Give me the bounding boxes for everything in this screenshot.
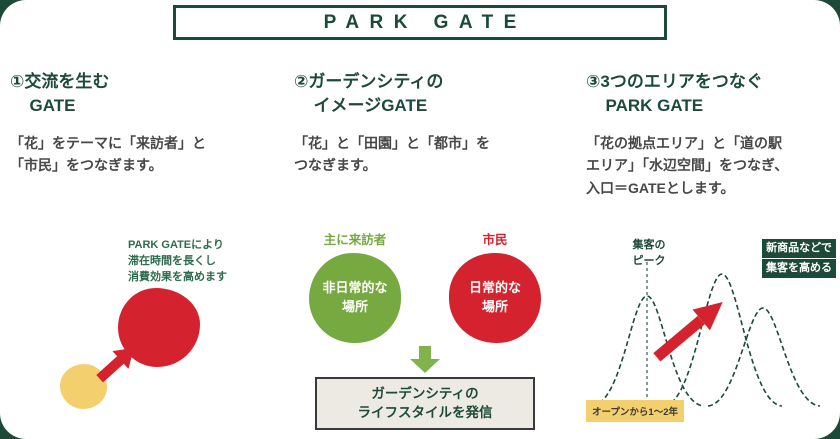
- peak-label-line2: ピーク: [632, 254, 666, 267]
- title-box: PARK GATE: [173, 5, 667, 40]
- non-daily-place-circle: 非日常的な 場所: [309, 252, 401, 343]
- annotation-line2: 滞在時間を長くし: [128, 254, 216, 267]
- section-3-heading-line1: ③3つのエリアをつなぐ: [586, 72, 763, 91]
- section-1-heading-line2: GATE: [29, 95, 76, 115]
- lifestyle-result-box: ガーデンシティの ライフスタイルを発信: [315, 376, 535, 430]
- green-circle-line2: 場所: [341, 298, 368, 314]
- red-circle-line2: 場所: [481, 298, 508, 314]
- section-2-heading-line2: イメージGATE: [313, 95, 428, 115]
- down-arrow-icon: [410, 345, 440, 373]
- visitors-label: 主に来訪者: [323, 233, 387, 247]
- citizens-label: 市民: [482, 233, 508, 247]
- citizens-stack: 市民 日常的な 場所: [449, 234, 541, 343]
- visitors-stack: 主に来訪者 非日常的な 場所: [309, 234, 401, 343]
- boost-label-line2: 集客を高める: [762, 259, 836, 279]
- section-3-heading: ③3つのエリアをつなぐ PARK GATE: [586, 70, 836, 118]
- park-gate-annotation: PARK GATEにより 滞在時間を長くし 消費効果を高めます: [128, 238, 227, 286]
- boost-label: 新商品などで 集客を高める: [762, 238, 836, 279]
- section-3-illustration: 集客の ピーク 新商品などで 集客を高める オープンから1〜2年: [586, 232, 836, 430]
- section-1-heading-line1: ①交流を生む: [10, 72, 110, 91]
- section-3-heading-line2: PARK GATE: [605, 95, 704, 115]
- boost-arrow-icon: [653, 302, 723, 362]
- section-2-body: 「花」と「田園」と「都市」をつなぎます。: [294, 134, 490, 174]
- result-box-line2: ライフスタイルを発信: [357, 405, 493, 421]
- section-three-areas: ③3つのエリアをつなぐ PARK GATE 「花の拠点エリア」と「道の駅エリア」…: [586, 70, 836, 200]
- section-3-body: 「花の拠点エリア」と「道の駅エリア」「水辺空間」をつなぎ、入口＝GATEとします…: [586, 134, 789, 196]
- circles-row: 主に来訪者 非日常的な 場所 市民 日常的な 場所: [309, 234, 541, 343]
- growth-arrow-icon: [96, 347, 134, 383]
- timeline-label: オープンから1〜2年: [586, 400, 684, 422]
- peak-label-line1: 集客の: [632, 239, 666, 251]
- section-garden-city: ②ガーデンシティの イメージGATE 「花」と「田園」と「都市」をつなぎます。: [294, 70, 556, 177]
- small-yellow-circle: [60, 364, 107, 409]
- boost-label-line1: 新商品などで: [762, 239, 836, 259]
- result-box-line1: ガーデンシティの: [371, 385, 479, 401]
- green-circle-line1: 非日常的な: [322, 280, 388, 296]
- daily-place-circle: 日常的な 場所: [449, 252, 541, 343]
- section-gate-exchange: ①交流を生む GATE 「花」をテーマに「来訪者」と「市民」をつなぎます。: [10, 70, 268, 177]
- section-2-heading-line1: ②ガーデンシティの: [294, 72, 444, 91]
- red-circle-line1: 日常的な: [468, 280, 521, 296]
- annotation-line1: PARK GATEにより: [128, 239, 224, 251]
- page-title: PARK GATE: [323, 11, 527, 33]
- section-1-illustration: PARK GATEにより 滞在時間を長くし 消費効果を高めます: [10, 232, 272, 430]
- section-2-illustration: 主に来訪者 非日常的な 場所 市民 日常的な 場所 ガーデンシティの: [286, 234, 564, 430]
- visitor-curve-chart: [591, 262, 821, 407]
- section-1-heading: ①交流を生む GATE: [10, 70, 268, 118]
- peak-label: 集客の ピーク: [616, 238, 682, 270]
- section-2-heading: ②ガーデンシティの イメージGATE: [294, 70, 556, 118]
- annotation-line3: 消費効果を高めます: [128, 270, 227, 283]
- section-1-body: 「花」をテーマに「来訪者」と「市民」をつなぎます。: [10, 134, 206, 174]
